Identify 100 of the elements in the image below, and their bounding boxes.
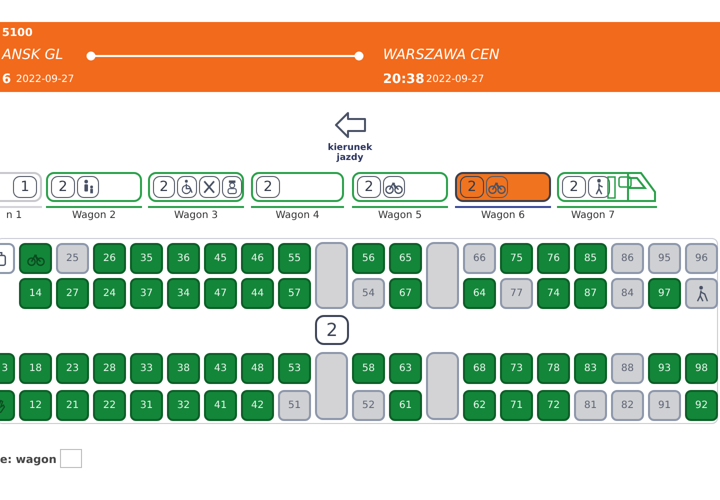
- wagon-label: Wagon 5: [377, 210, 423, 221]
- available-seat: 33: [130, 353, 163, 384]
- available-seat: 68: [463, 353, 496, 384]
- occupied-seat: 25: [56, 243, 89, 274]
- date: 2022-09-27: [426, 74, 484, 85]
- bicycle-space: [19, 243, 52, 274]
- available-seat: 74: [537, 278, 570, 309]
- available-seat: 46: [241, 243, 274, 274]
- available-seat: 38: [167, 353, 200, 384]
- available-seat: 21: [56, 390, 89, 421]
- available-seat: 26: [93, 243, 126, 274]
- available-seat: 37: [130, 278, 163, 309]
- occupied-seat: 82: [611, 390, 644, 421]
- available-seat: 42: [241, 390, 274, 421]
- available-seat: 71: [500, 390, 533, 421]
- available-seat: 78: [537, 353, 570, 384]
- available-seat: 45: [204, 243, 237, 274]
- wagon-label: Wagon 6: [480, 210, 526, 221]
- available-seat: 24: [93, 278, 126, 309]
- wagon-label: Wagon 3: [173, 210, 219, 221]
- available-seat: 12: [19, 390, 52, 421]
- table: [426, 352, 459, 420]
- table: [426, 242, 459, 309]
- occupied-seat: 88: [611, 353, 644, 384]
- available-seat: 73: [500, 353, 533, 384]
- wagon-label: Wagon 7: [570, 210, 616, 221]
- available-seat: 43: [204, 353, 237, 384]
- available-seat: 55: [278, 243, 311, 274]
- wagon: [46, 172, 142, 202]
- station-name: ANSK GL: [2, 47, 64, 63]
- departure-time: 6: [2, 72, 12, 87]
- wagon: [455, 172, 551, 202]
- occupied-seat: 51: [278, 390, 311, 421]
- available-seat: 34: [167, 278, 200, 309]
- occupied-seat: 81: [574, 390, 607, 421]
- occupied-seat: 96: [685, 243, 718, 274]
- assisted-seat: [685, 278, 718, 309]
- available-seat: 62: [463, 390, 496, 421]
- wagon-label: Wagon 4: [274, 210, 320, 221]
- field-label: e: wagon: [0, 453, 57, 466]
- available-seat: 31: [130, 390, 163, 421]
- class-badge: 2: [562, 176, 586, 198]
- available-seat: 87: [574, 278, 607, 309]
- available-seat: 67: [389, 278, 422, 309]
- available-seat: 58: [352, 353, 385, 384]
- available-seat: 36: [167, 243, 200, 274]
- available-seat: 85: [574, 243, 607, 274]
- wagon: [352, 172, 448, 202]
- train-number: 5100: [2, 26, 33, 39]
- available-seat: 28: [93, 353, 126, 384]
- available-seat: 63: [389, 353, 422, 384]
- available-seat: 32: [167, 390, 200, 421]
- class-badge: 2: [256, 176, 280, 198]
- available-seat: 98: [685, 353, 718, 384]
- available-seat: 3: [0, 353, 15, 384]
- available-seat: 18: [19, 353, 52, 384]
- class-badge: 1: [13, 176, 37, 198]
- wagon: [148, 172, 244, 202]
- available-seat: 27: [56, 278, 89, 309]
- occupied-seat: 91: [648, 390, 681, 421]
- available-seat: 72: [537, 390, 570, 421]
- class-badge: 2: [51, 176, 75, 198]
- available-seat: 53: [278, 353, 311, 384]
- table: [315, 242, 348, 309]
- available-seat: 22: [93, 390, 126, 421]
- occupied-seat: 66: [463, 243, 496, 274]
- occupied-seat: 77: [500, 278, 533, 309]
- class-badge: 2: [357, 176, 381, 198]
- available-seat: 14: [19, 278, 52, 309]
- available-seat: 97: [648, 278, 681, 309]
- available-seat: 65: [389, 243, 422, 274]
- available-seat: 47: [204, 278, 237, 309]
- available-seat: 57: [278, 278, 311, 309]
- direction-label: kierunek jazdy: [326, 143, 374, 163]
- available-seat: 93: [648, 353, 681, 384]
- table: [315, 352, 348, 420]
- occupied-seat: 52: [352, 390, 385, 421]
- available-seat: 61: [389, 390, 422, 421]
- wagon-label: Wagon 2: [71, 210, 117, 221]
- class-badge: 2: [153, 176, 175, 198]
- available-seat: 48: [241, 353, 274, 384]
- station-name: WARSZAWA CEN: [383, 47, 500, 63]
- available-seat: 56: [352, 243, 385, 274]
- wagon: [251, 172, 344, 202]
- class-badge: 2: [315, 315, 349, 345]
- occupied-seat: 84: [611, 278, 644, 309]
- available-seat: 35: [130, 243, 163, 274]
- available-seat: 92: [685, 390, 718, 421]
- occupied-seat: 54: [352, 278, 385, 309]
- available-seat: 75: [500, 243, 533, 274]
- wagon-label: n 1: [5, 210, 22, 221]
- available-seat: 23: [56, 353, 89, 384]
- available-seat: 44: [241, 278, 274, 309]
- wagon: [557, 172, 629, 202]
- occupied-seat: 86: [611, 243, 644, 274]
- date: 2022-09-27: [16, 74, 74, 85]
- available-seat: 83: [574, 353, 607, 384]
- available-seat: 76: [537, 243, 570, 274]
- header-band: [0, 22, 720, 92]
- arrival-time: 20:38: [383, 72, 424, 87]
